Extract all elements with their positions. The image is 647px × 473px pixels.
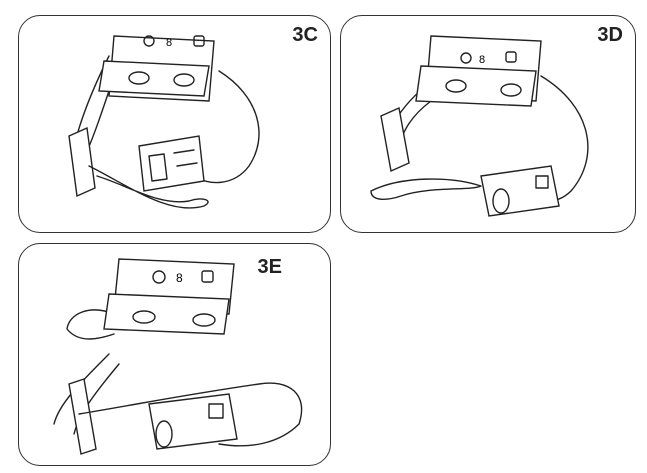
panel-3e: 3E 8 — [18, 243, 331, 466]
svg-text:8: 8 — [176, 271, 183, 285]
panel-3d: 3D 8 — [340, 15, 636, 233]
collar-illustration: 8 — [68, 35, 260, 209]
panel-3c: 3C 8 — [18, 15, 331, 233]
svg-text:8: 8 — [166, 37, 172, 49]
collar-illustration: 8 — [53, 258, 303, 455]
panel-label: 3C — [292, 24, 318, 46]
svg-text:8: 8 — [479, 54, 485, 66]
collar-illustration: 8 — [370, 35, 589, 217]
panel-label: 3D — [597, 24, 623, 46]
panel-label: 3E — [257, 256, 282, 278]
